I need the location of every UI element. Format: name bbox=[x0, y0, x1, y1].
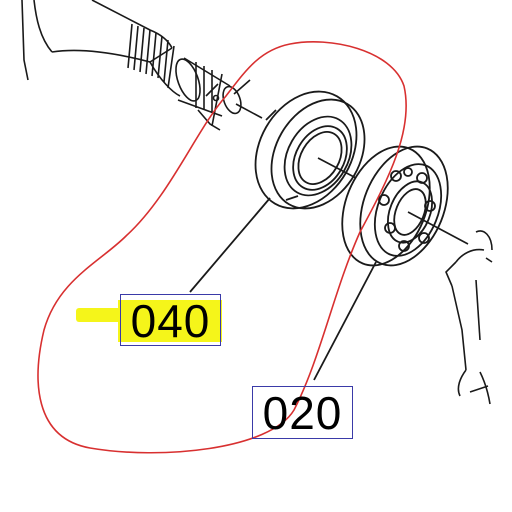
leader-line-040 bbox=[189, 197, 271, 293]
shaft bbox=[33, 0, 251, 131]
center-axis bbox=[235, 103, 469, 245]
bearing-020-drawing bbox=[341, 145, 449, 267]
highlight-mark bbox=[76, 308, 122, 322]
bearing-040-drawing bbox=[254, 90, 366, 210]
annotation-circle bbox=[37, 41, 407, 454]
leader-lines bbox=[189, 197, 377, 381]
frame-edge bbox=[21, 0, 29, 81]
part-label-040[interactable]: 040 bbox=[120, 294, 221, 347]
leader-line-020 bbox=[313, 261, 377, 381]
label-040-highlight bbox=[118, 300, 222, 342]
part-label-020[interactable]: 020 bbox=[252, 386, 353, 439]
housing bbox=[445, 230, 493, 405]
